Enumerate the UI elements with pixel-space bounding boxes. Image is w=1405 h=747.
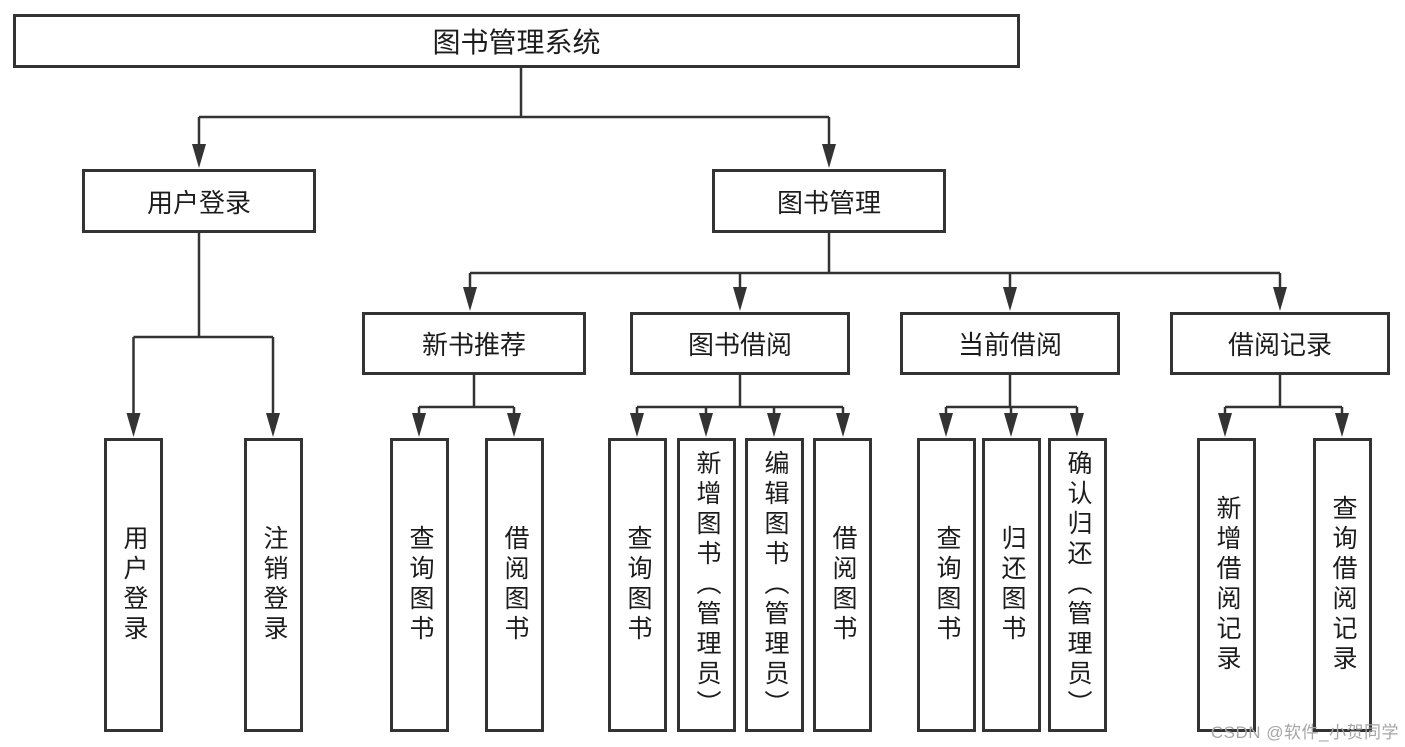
leaf-borrow-books: 借阅图书 [813,438,872,732]
connector-userlogin-to-leaves [132,233,275,415]
leaf-confirm-return-admin: 确认归还（管理员） [1048,438,1107,732]
connector-borrowrecords-to-leaves [1223,375,1344,415]
leaf-add-borrow-record: 新增借阅记录 [1197,438,1256,732]
leaf-edit-books-admin: 编辑图书（管理员） [745,438,804,732]
leaf-query-books-current: 查询图书 [917,438,976,732]
leaf-query-books-borrow: 查询图书 [608,438,667,732]
connector-currentborrow-to-leaves [944,375,1079,415]
csdn-watermark: CSDN @软件_小贺同学 [1210,723,1399,742]
node-root-system: 图书管理系统 [13,14,1020,68]
leaf-return-books: 归还图书 [982,438,1041,732]
connector-bookborrow-to-leaves [635,375,845,415]
arrowheads [126,144,1349,437]
connector-newbook-to-leaves [417,375,516,415]
node-user-login: 用户登录 [82,169,316,233]
leaf-borrow-books-newbook: 借阅图书 [485,438,544,732]
leaf-query-borrow-record: 查询借阅记录 [1313,438,1372,732]
leaf-add-books-admin: 新增图书（管理员） [677,438,736,732]
node-book-management: 图书管理 [712,169,946,233]
connector-bookmgmt-to-level3 [468,233,1282,289]
connector-root-to-level2 [197,68,831,146]
leaf-user-login: 用户登录 [104,438,163,732]
node-borrowing-records: 借阅记录 [1170,312,1390,375]
node-current-borrowing: 当前借阅 [900,312,1120,375]
node-book-borrowing: 图书借阅 [630,312,850,375]
node-new-book-recommend: 新书推荐 [362,312,586,375]
leaf-query-books-newbook: 查询图书 [390,438,449,732]
leaf-logout: 注销登录 [244,438,303,732]
